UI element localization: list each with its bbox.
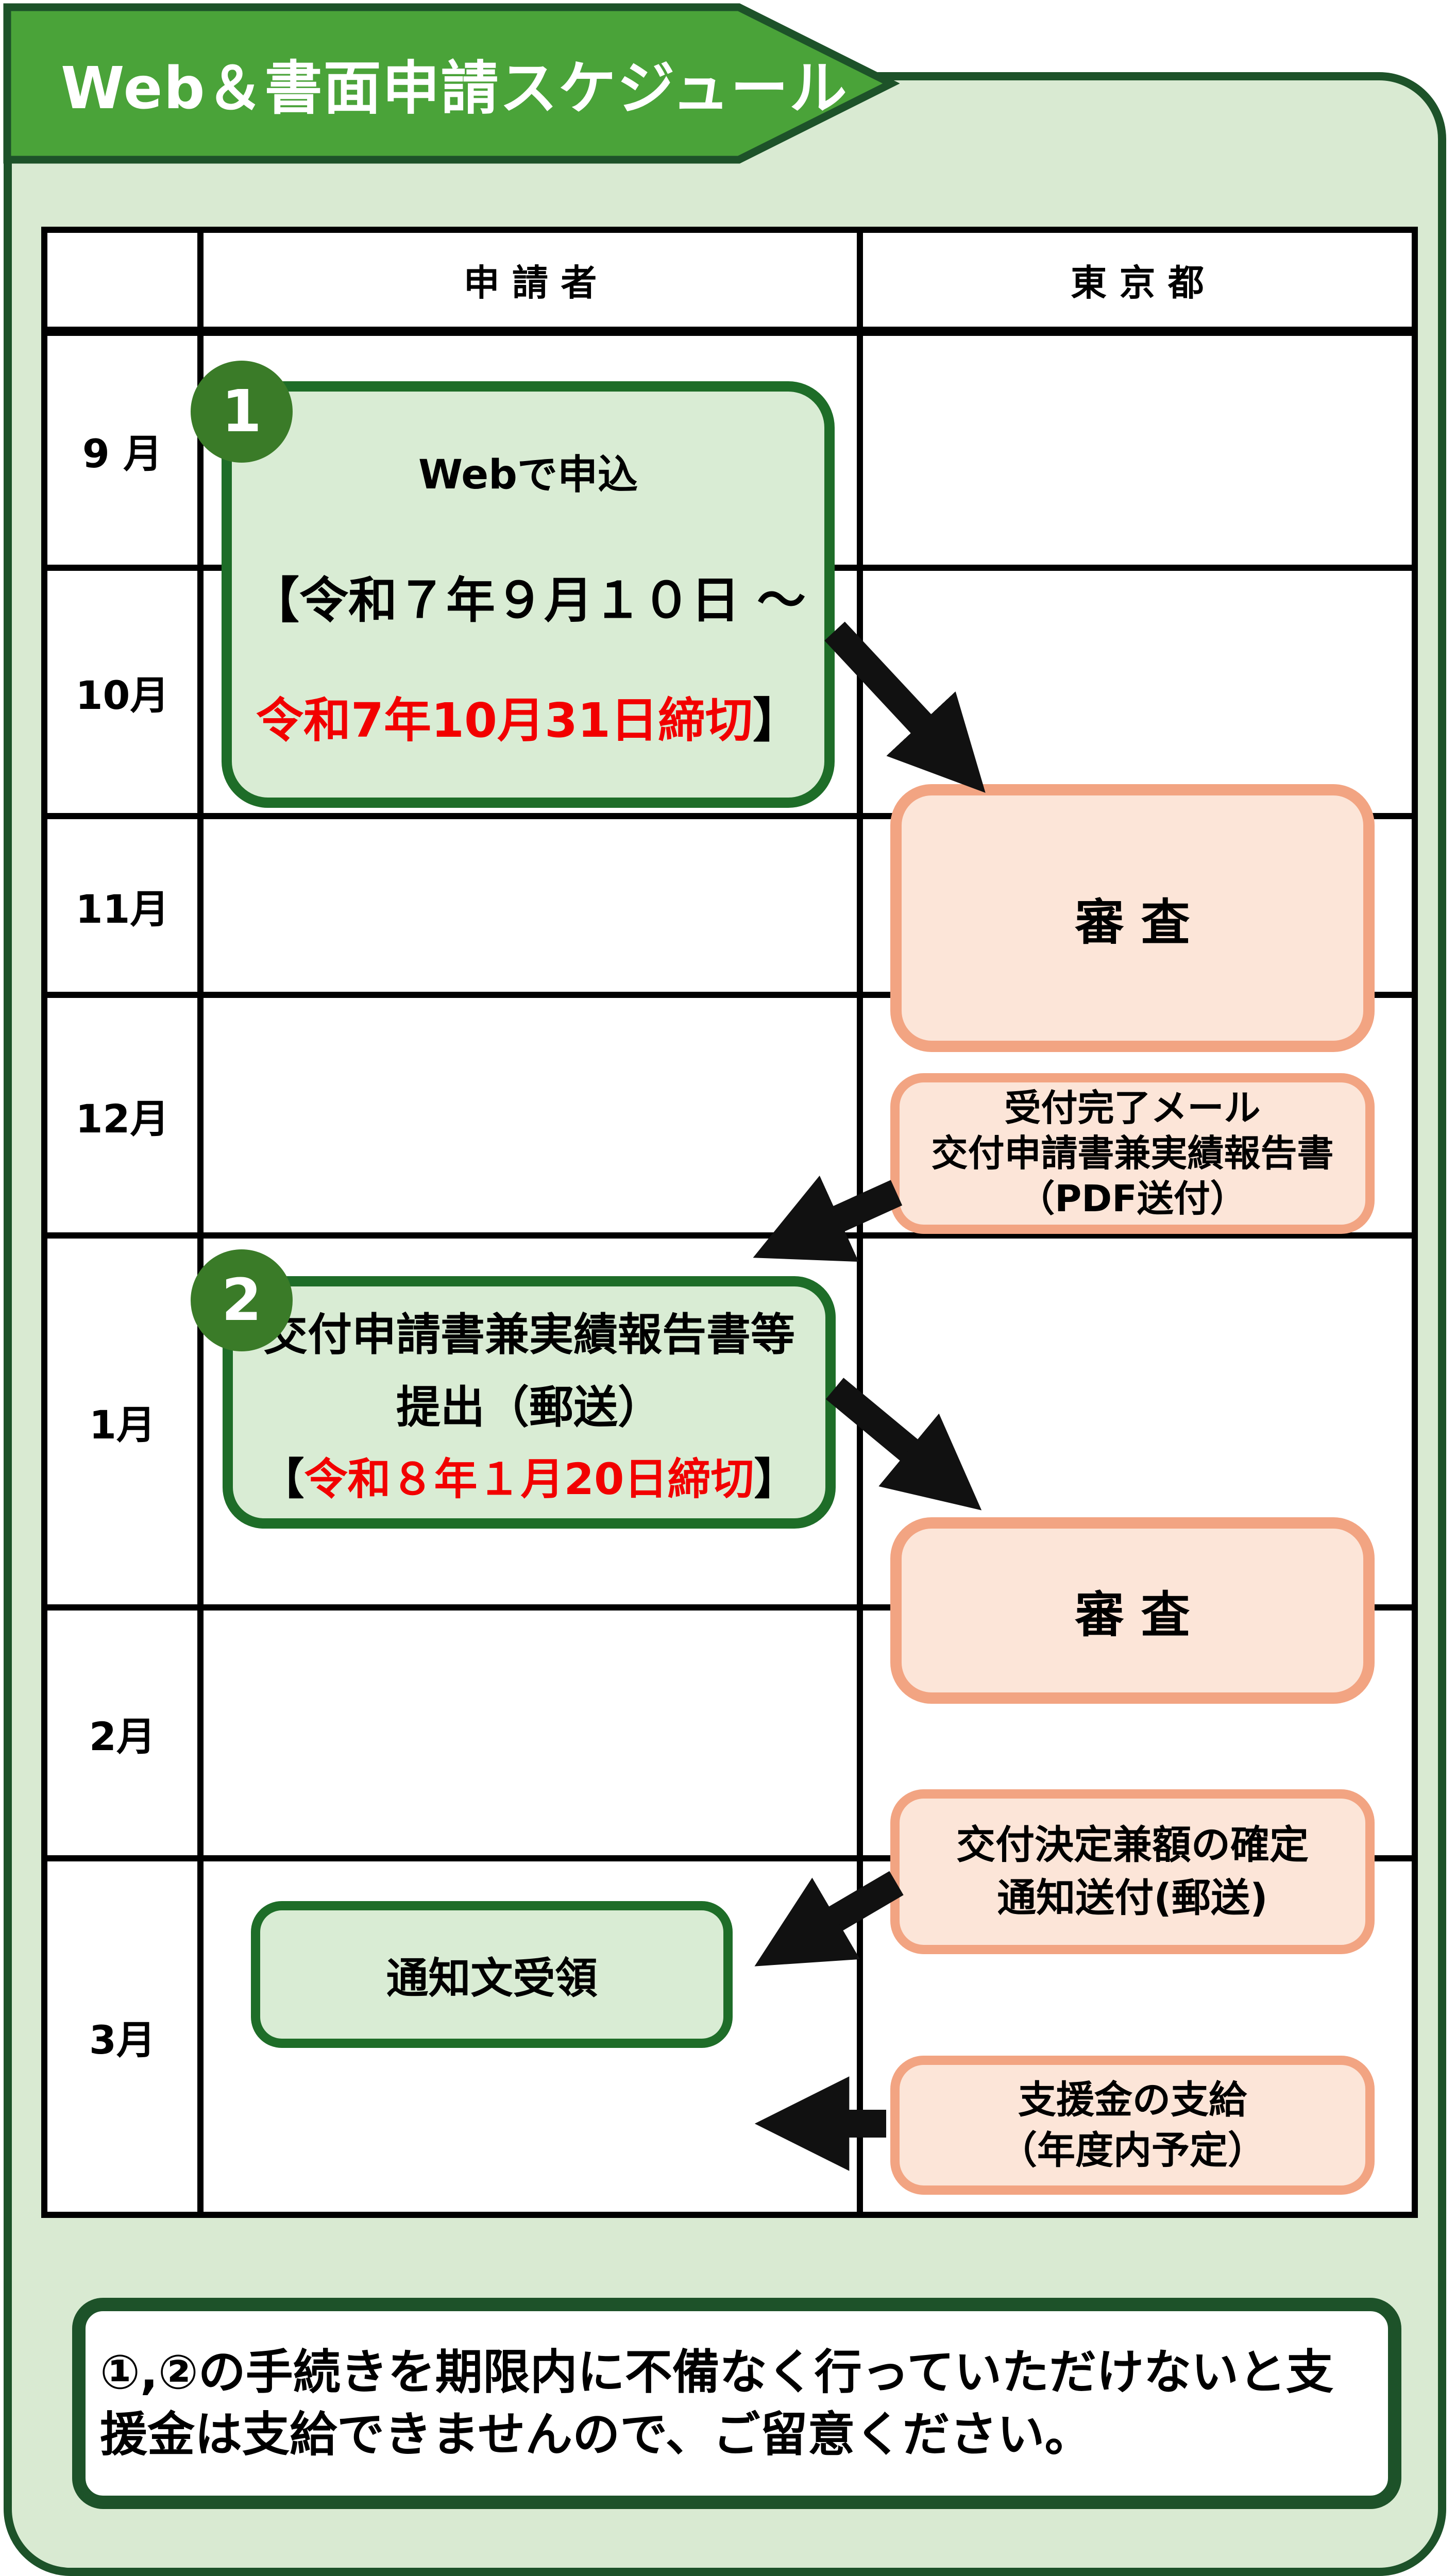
column-header-applicant: 申 請 者 [204, 233, 863, 336]
step2-submission-box: 交付申請書兼実績報告書等 提出（郵送） 【令和８年１月20日締切】 [223, 1276, 836, 1529]
decision-line1: 交付決定兼額の確定 [956, 1822, 1309, 1868]
table-cell [863, 336, 1412, 571]
step2-line1: 交付申請書兼実績報告書等 [263, 1309, 795, 1361]
review2-box: 審 査 [890, 1517, 1375, 1704]
step1-period-start: 【令和７年９月１０日 ～ [250, 572, 806, 629]
month-label-january: 1月 [47, 1239, 204, 1611]
column-header-tokyo: 東 京 都 [863, 233, 1412, 336]
table-cell [863, 998, 1412, 1239]
banner-arrow-shape [3, 3, 900, 164]
step2-deadline-close-bracket: 】 [754, 1453, 798, 1504]
mail-line3: （PDF送付） [1018, 1177, 1247, 1221]
month-label-february: 2月 [47, 1611, 204, 1861]
table-cell [204, 998, 863, 1239]
caution-note-line1: ①,②の手続きを期限内に不備なく行っていただけないと支 [100, 2344, 1334, 2400]
table-corner-cell [47, 233, 204, 336]
mail-line1: 受付完了メール [1004, 1086, 1261, 1129]
step2-deadline-open-bracket: 【 [261, 1453, 304, 1504]
step2-number-badge: 2 [191, 1249, 293, 1351]
payment-line1: 支援金の支給 [1018, 2077, 1247, 2122]
step2-line2: 提出（郵送） [396, 1381, 662, 1433]
review1-box: 審 査 [890, 784, 1375, 1052]
step2-deadline: 【令和８年１月20日締切】 [261, 1445, 798, 1507]
table-cell [204, 819, 863, 998]
payment-line2: （年度内予定） [999, 2128, 1266, 2173]
notice-receipt-box: 通知文受領 [251, 1901, 733, 2048]
month-label-october: 10月 [47, 571, 204, 819]
step1-number-badge: 1 [191, 361, 293, 463]
acceptance-mail-box: 受付完了メール 交付申請書兼実績報告書 （PDF送付） [890, 1073, 1375, 1234]
grant-decision-box: 交付決定兼額の確定 通知送付(郵送) [890, 1789, 1375, 1954]
month-label-november: 11月 [47, 819, 204, 998]
month-label-september: 9 月 [47, 336, 204, 571]
step1-line1: Webで申込 [418, 452, 638, 498]
title-banner: Web＆書面申請スケジュール [3, 3, 900, 164]
month-label-march: 3月 [47, 1861, 204, 2212]
step1-deadline: 令和7年10月31日締切】 [256, 682, 800, 751]
step1-deadline-bracket: 】 [753, 693, 801, 748]
page-title: Web＆書面申請スケジュール [61, 55, 848, 122]
caution-note-line2: 援金は支給できませんので、ご留意ください。 [100, 2407, 1092, 2462]
caution-note-box: ①,②の手続きを期限内に不備なく行っていただけないと支 援金は支給できませんので… [72, 2298, 1401, 2509]
decision-line2: 通知送付(郵送) [997, 1875, 1268, 1921]
payment-box: 支援金の支給 （年度内予定） [890, 2056, 1375, 2195]
banner-pentagon [3, 3, 900, 164]
table-cell [204, 1611, 863, 1861]
table-cell [863, 571, 1412, 819]
month-label-december: 12月 [47, 998, 204, 1239]
mail-line2: 交付申請書兼実績報告書 [931, 1131, 1334, 1175]
step1-web-application-box: Webで申込 【令和７年９月１０日 ～ 令和7年10月31日締切】 [222, 381, 835, 808]
step1-deadline-red-text: 令和7年10月31日締切 [256, 693, 753, 748]
step2-deadline-red-text: 令和８年１月20日締切 [304, 1453, 754, 1504]
